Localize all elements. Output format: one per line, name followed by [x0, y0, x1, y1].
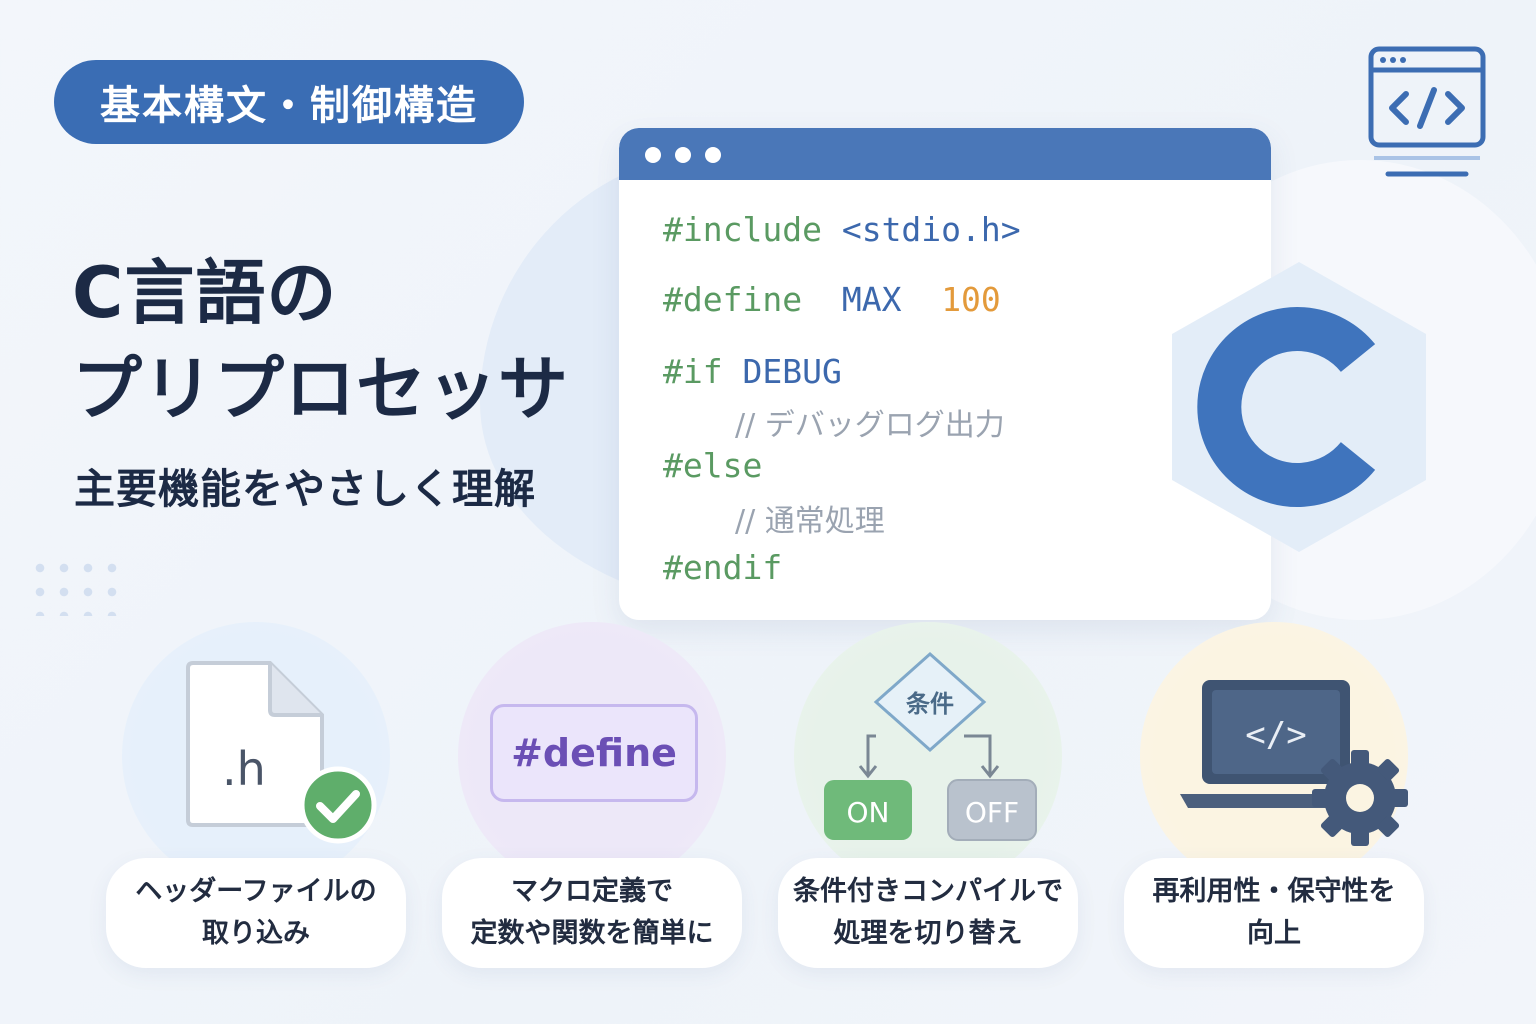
code-line-if: #if DEBUG	[663, 352, 842, 391]
feature-label-line: ヘッダーファイルの	[135, 876, 377, 907]
window-titlebar	[619, 128, 1271, 180]
feature-label-header: ヘッダーファイルの 取り込み	[106, 858, 406, 968]
window-dot	[675, 147, 691, 163]
off-label: OFF	[965, 796, 1019, 829]
feature-label-line: 向上	[1247, 918, 1301, 949]
feature-label-line: マクロ定義で	[511, 876, 673, 907]
laptop-code-label: </>	[1245, 715, 1306, 755]
feature-label-line: 条件付きコンパイルで	[793, 876, 1063, 907]
window-dot	[705, 147, 721, 163]
category-badge: 基本構文・制御構造	[54, 60, 524, 144]
code-line-endif: #endif	[663, 548, 783, 587]
feature-label-line: 再利用性・保守性を	[1152, 876, 1396, 907]
define-macro-icon: #define	[490, 704, 698, 802]
page-subtitle: 主要機能をやさしく理解	[74, 465, 536, 513]
page-title: C言語の プリプロセッサ	[72, 245, 612, 437]
code-comment-normal: // 通常処理	[735, 504, 885, 539]
conditional-flow-icon: 条件 ON OFF	[824, 651, 1037, 841]
header-file-icon: .h	[186, 661, 377, 844]
feature-label-define: マクロ定義で 定数や関数を簡単に	[442, 858, 742, 968]
laptop-gear-icon: </>	[1180, 680, 1408, 846]
code-comment-debug: // デバッグログ出力	[735, 408, 1005, 443]
title-line-2: プリプロセッサ	[72, 348, 569, 430]
feature-label-line: 定数や関数を簡単に	[470, 918, 714, 949]
feature-label-reuse: 再利用性・保守性を 向上	[1124, 858, 1424, 968]
condition-label: 条件	[906, 690, 954, 718]
code-line-include: #include <stdio.h>	[663, 210, 1021, 249]
c-language-logo	[1172, 262, 1426, 552]
feature-label-conditional: 条件付きコンパイルで 処理を切り替え	[778, 858, 1078, 968]
code-line-else: #else	[663, 446, 763, 485]
on-label: ON	[847, 796, 890, 829]
code-window-icon	[1368, 46, 1486, 177]
dot-pattern	[28, 556, 128, 616]
window-dot	[645, 147, 661, 163]
code-line-define: #define MAX 100	[663, 280, 1001, 319]
title-line-1: C言語の	[72, 252, 338, 334]
header-file-label: .h	[222, 742, 266, 796]
feature-label-line: 取り込み	[202, 918, 310, 949]
code-editor-window: #include <stdio.h> #define MAX 100 #if D…	[619, 128, 1271, 620]
feature-label-line: 処理を切り替え	[833, 918, 1023, 949]
